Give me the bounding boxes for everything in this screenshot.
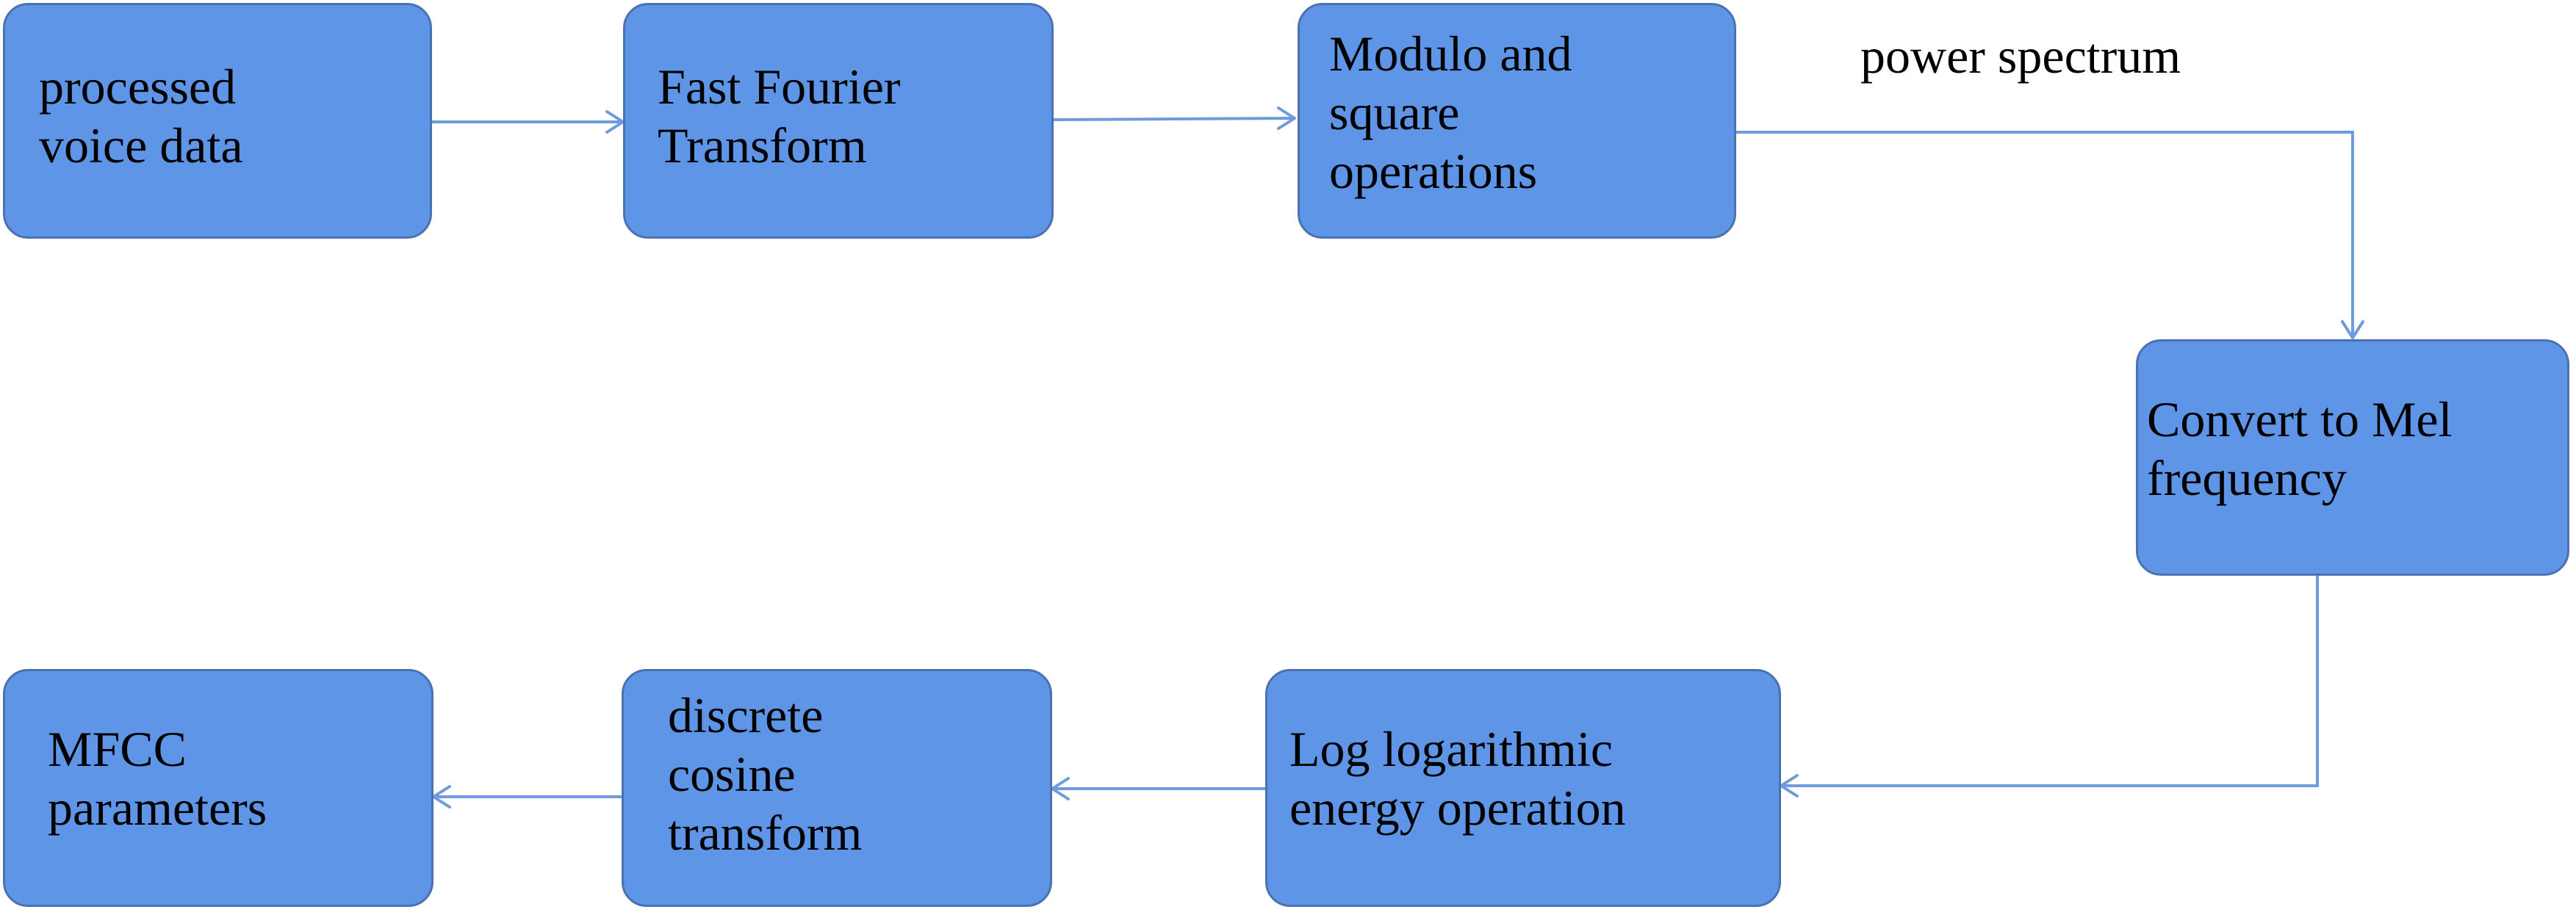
node-mfcc-label: MFCC parameters	[48, 721, 267, 836]
node-modulo-square: Modulo and square operations	[1298, 3, 1736, 239]
node-dct-label: discrete cosine transform	[668, 687, 863, 861]
node-modulo-square-label: Modulo and square operations	[1329, 26, 1572, 200]
arrowhead-fft-to-modulo	[1277, 106, 1296, 130]
node-mfcc: MFCC parameters	[3, 669, 433, 907]
arrow-mel-to-log	[1781, 576, 2319, 787]
node-dct: discrete cosine transform	[622, 669, 1052, 907]
arrow-fft-to-modulo	[1053, 117, 1295, 121]
node-convert-mel: Convert to Mel frequency	[2136, 339, 2569, 576]
arrowhead-dct-to-mfcc	[432, 785, 451, 809]
node-fast-fourier-transform: Fast Fourier Transform	[623, 3, 1054, 239]
node-processed-voice-data: processed voice data	[3, 3, 432, 239]
node-processed-voice-data-label: processed voice data	[39, 59, 243, 174]
edge-label-power-spectrum: power spectrum	[1860, 28, 2181, 84]
arrowhead-mel-to-log	[1780, 774, 1799, 798]
node-fast-fourier-transform-label: Fast Fourier Transform	[658, 59, 901, 174]
node-log-energy: Log logarithmic energy operation	[1265, 669, 1781, 907]
arrowhead-log-to-dct	[1051, 777, 1070, 800]
node-log-energy-label: Log logarithmic energy operation	[1289, 721, 1626, 836]
node-convert-mel-label: Convert to Mel frequency	[2147, 391, 2453, 507]
arrow-modulo-to-mel	[1736, 131, 2354, 338]
arrowhead-modulo-to-mel	[2341, 320, 2364, 339]
arrowhead-voice-to-fft	[605, 110, 625, 134]
